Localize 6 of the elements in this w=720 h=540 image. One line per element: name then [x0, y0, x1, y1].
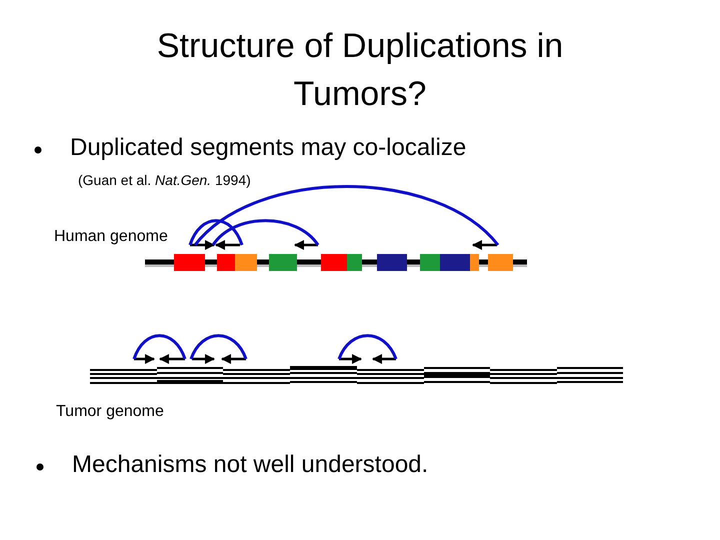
bullet-text: Duplicated segments may co-localize [70, 134, 466, 162]
bullet-text: Mechanisms not well understood. [72, 451, 428, 479]
slide-title: Structure of Duplications in Tumors? [156, 26, 564, 115]
track-label: Tumor genome [56, 403, 164, 421]
track-label: Human genome [54, 228, 168, 246]
citation: (Guan et al. Nat.Gen. 1994) [78, 172, 251, 188]
